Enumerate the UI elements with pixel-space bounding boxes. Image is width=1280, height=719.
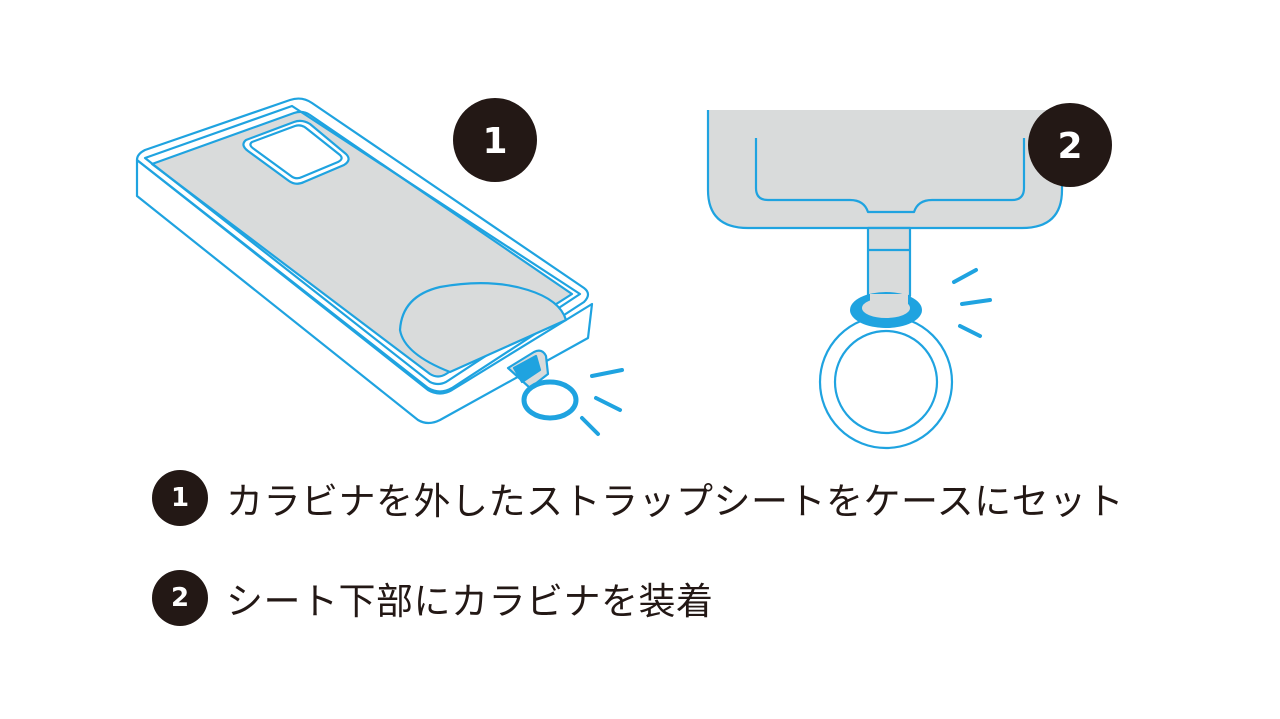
case-bottom-body bbox=[708, 110, 1062, 228]
step-1-text: カラビナを外したストラップシートをケースにセット bbox=[226, 480, 1125, 523]
step-2-number-badge: 2 bbox=[152, 570, 208, 626]
motion-line bbox=[590, 368, 624, 378]
loop-front-band bbox=[860, 315, 912, 328]
right-badge-number: 2 bbox=[1057, 126, 1082, 167]
strap-through-loop bbox=[870, 294, 908, 308]
step-1-badge-illustration: 1 bbox=[453, 98, 537, 182]
case-closeup-illustration bbox=[706, 110, 1064, 450]
step-2: 2 シート下部にカラビナを装着 bbox=[152, 570, 714, 626]
magsafe-area bbox=[398, 282, 568, 374]
carabiner-ring-outer bbox=[818, 314, 954, 450]
strap-sheet-slot bbox=[512, 354, 542, 384]
small-ring bbox=[521, 379, 579, 421]
motion-line bbox=[958, 324, 982, 338]
step-2-text: シート下部にカラビナを装着 bbox=[226, 580, 714, 623]
case-inner-inset bbox=[754, 138, 1026, 214]
phone-case-illustration bbox=[135, 97, 624, 436]
motion-line bbox=[594, 396, 622, 412]
step-2-badge-illustration: 2 bbox=[1028, 103, 1112, 187]
motion-line bbox=[960, 298, 992, 306]
left-badge-number: 1 bbox=[482, 121, 507, 162]
step-1: 1 カラビナを外したストラップシートをケースにセット bbox=[152, 470, 1124, 526]
carabiner-ring-inner bbox=[833, 329, 939, 435]
case-side-band bbox=[135, 158, 594, 425]
strap-sheet bbox=[866, 226, 912, 298]
motion-line bbox=[952, 268, 978, 284]
motion-line bbox=[580, 416, 600, 436]
camera-cutout-inner bbox=[249, 124, 343, 180]
step-1-number-badge: 1 bbox=[152, 470, 208, 526]
